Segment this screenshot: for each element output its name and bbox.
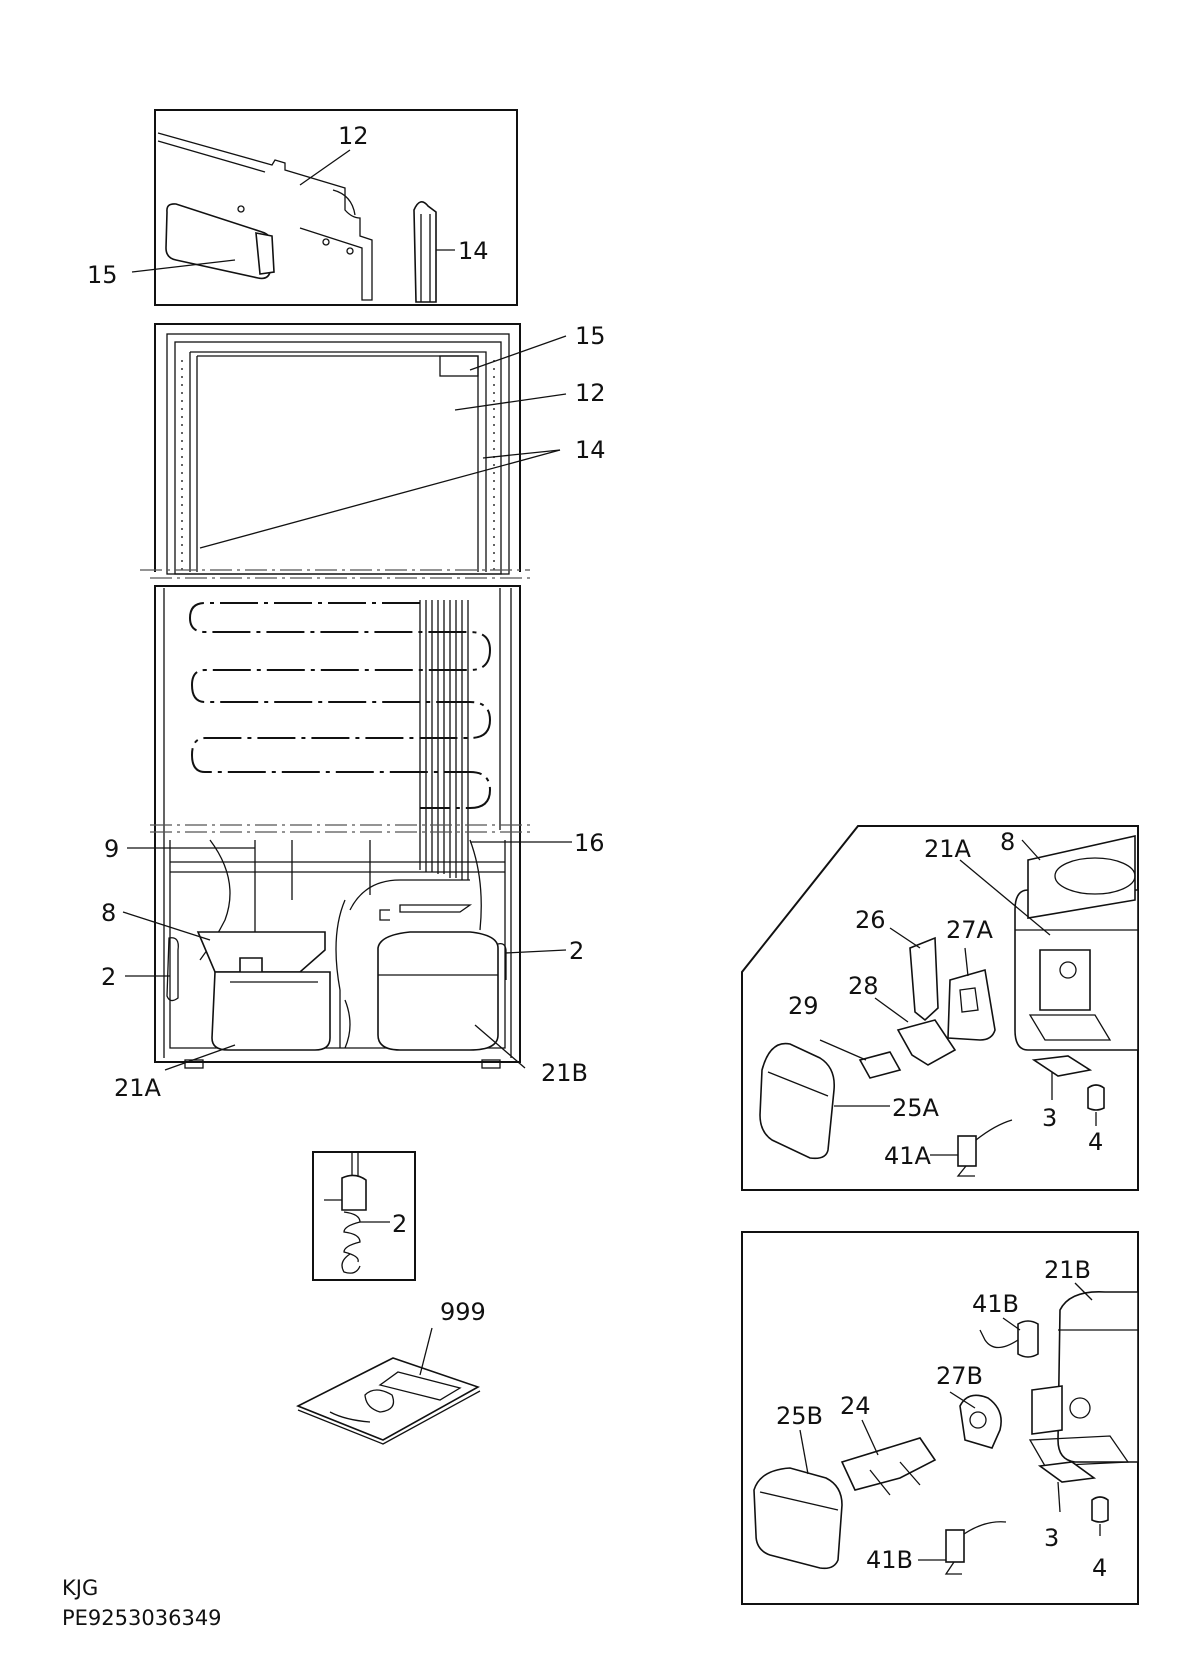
callout-12-top: 12 <box>338 122 369 150</box>
callout-21A-inset: 21A <box>924 835 972 863</box>
callout-2-heater: 2 <box>392 1210 407 1238</box>
callout-21B-inset: 21B <box>1044 1256 1091 1284</box>
callout-28: 28 <box>848 972 879 1000</box>
callout-27A: 27A <box>946 916 994 944</box>
manual-booklet: 999 <box>296 1298 486 1445</box>
callout-15-top: 15 <box>87 261 118 289</box>
compressor-a-inset: 21A 8 26 27A 28 29 25A 3 4 41A <box>741 825 1139 1191</box>
callout-14-door: 14 <box>575 436 606 464</box>
callout-12-door: 12 <box>575 379 606 407</box>
lower-cabinet: 9 16 8 2 2 21A 21B <box>101 577 605 1102</box>
callout-4-a: 4 <box>1088 1128 1103 1156</box>
top-inset: 12 14 15 <box>87 109 518 306</box>
callout-29: 29 <box>788 992 819 1020</box>
callout-27B: 27B <box>936 1362 983 1390</box>
callout-15-door: 15 <box>575 322 606 350</box>
callout-999: 999 <box>440 1298 486 1326</box>
callout-41A: 41A <box>884 1142 932 1170</box>
compressor-b-inset: 21B 41B 27B 25B 24 3 4 41B <box>741 1231 1139 1605</box>
callout-4-b: 4 <box>1092 1554 1107 1582</box>
callout-8-cabinet: 8 <box>101 899 116 927</box>
callout-8-inset: 8 <box>1000 828 1015 856</box>
callout-3-a: 3 <box>1042 1104 1057 1132</box>
footer-code-kjg: KJG <box>62 1576 99 1600</box>
callout-25B: 25B <box>776 1402 823 1430</box>
footer-part-number: PE9253036349 <box>62 1606 222 1630</box>
callout-24: 24 <box>840 1392 871 1420</box>
callout-41B-top: 41B <box>972 1290 1019 1318</box>
callout-2-right: 2 <box>569 937 584 965</box>
callout-21B-cabinet: 21B <box>541 1059 588 1087</box>
callout-9: 9 <box>104 835 119 863</box>
callout-16: 16 <box>574 829 605 857</box>
heater-inset: 2 <box>312 1151 416 1281</box>
callout-25A: 25A <box>892 1094 940 1122</box>
callout-14-top: 14 <box>458 237 489 265</box>
callout-2-left: 2 <box>101 963 116 991</box>
callout-26: 26 <box>855 906 886 934</box>
callout-41B-bottom: 41B <box>866 1546 913 1574</box>
callout-21A-cabinet: 21A <box>114 1074 162 1102</box>
upper-door: 15 12 14 <box>140 322 606 575</box>
callout-3-b: 3 <box>1044 1524 1059 1552</box>
